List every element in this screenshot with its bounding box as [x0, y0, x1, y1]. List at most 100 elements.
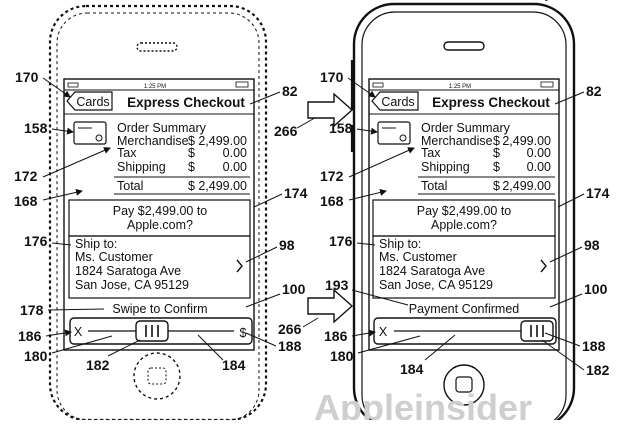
left-pay-line1: Pay $2,499.00 to [113, 204, 208, 218]
left-total-amt: 2,499.00 [198, 179, 247, 193]
left-total-cur: $ [188, 179, 195, 193]
left-total-label: Total [117, 179, 143, 193]
ref-182-right: 182 [586, 362, 610, 378]
ref-100-left: 100 [282, 281, 306, 297]
left-battery-icon [235, 81, 249, 88]
right-battery-icon [540, 81, 554, 88]
left-order-summary: Order Summary [117, 121, 207, 135]
ref-188-left: 188 [278, 338, 302, 354]
right-order-summary: Order Summary [421, 121, 511, 135]
right-status-text: Payment Confirmed [409, 302, 520, 316]
right-ship-line0: Ship to: [379, 237, 421, 251]
right-slider-cancel[interactable]: X [379, 325, 388, 339]
right-item-tax-label: Tax [421, 146, 441, 160]
left-home-button-icon [133, 352, 181, 400]
right-speaker-icon [443, 41, 485, 51]
right-reference-labels: 170 158 172 168 176 193 186 180 184 188 … [320, 69, 610, 378]
left-reference-labels: 170 158 172 168 176 178 186 180 182 184 … [14, 69, 321, 373]
right-ship-line2: 1824 Saratoga Ave [379, 264, 485, 278]
left-item-ship-label: Shipping [117, 160, 166, 174]
left-pay-line2: Apple.com? [127, 218, 193, 232]
right-back-label: Cards [381, 95, 414, 109]
left-back-label: Cards [76, 95, 109, 109]
left-phone-body [48, 4, 268, 422]
right-item-ship-cur: $ [493, 160, 500, 174]
left-item-ship-amt: 0.00 [223, 160, 247, 174]
left-slider-thumb[interactable] [135, 320, 169, 342]
right-total-amt: 2,499.00 [502, 179, 551, 193]
right-screen [368, 78, 560, 351]
ref-184-left: 184 [222, 357, 246, 373]
right-total-label: Total [421, 179, 447, 193]
left-item-ship-cur: $ [188, 160, 195, 174]
ref-176-right: 176 [329, 233, 353, 249]
left-item-tax-label: Tax [117, 146, 137, 160]
ref-174-right: 174 [586, 185, 610, 201]
right-item-merch-label: Merchandise [421, 134, 493, 148]
left-ship-line3: San Jose, CA 95129 [75, 278, 189, 292]
ref-172-left: 172 [14, 168, 38, 184]
right-slider-thumb[interactable] [520, 320, 554, 342]
left-screen [63, 78, 255, 351]
ref-184-right: 184 [400, 361, 424, 377]
right-back-button[interactable] [371, 91, 419, 111]
right-nav-title: Express Checkout [432, 95, 550, 110]
right-ship-line1: Ms. Customer [379, 250, 457, 264]
right-ship-line3: San Jose, CA 95129 [379, 278, 493, 292]
watermark-text: Appleinsider [314, 387, 532, 420]
right-item-merch-cur: $ [493, 134, 500, 148]
ref-193-right: 193 [325, 277, 349, 293]
ref-186-left: 186 [18, 328, 42, 344]
ref-100-right: 100 [584, 281, 608, 297]
left-nav-title: Express Checkout [127, 95, 245, 110]
left-ship-line2: 1824 Saratoga Ave [75, 264, 181, 278]
left-chevron-right-icon [236, 259, 243, 273]
right-status-time: 1:25 PM [449, 84, 471, 90]
transition-arrow-bottom-icon [307, 288, 354, 324]
ref-178-left: 178 [20, 302, 44, 318]
left-item-tax-cur: $ [188, 146, 195, 160]
left-item-merch-cur: $ [188, 134, 195, 148]
ref-180-left: 180 [24, 348, 48, 364]
left-ship-line0: Ship to: [75, 237, 117, 251]
left-status-time: 1:25 PM [144, 84, 166, 90]
ref-172-right: 172 [320, 168, 344, 184]
left-item-tax-amt: 0.00 [223, 146, 247, 160]
ref-266-top: 266 [274, 123, 298, 139]
ref-174-left: 174 [284, 185, 308, 201]
left-signal-icon [67, 82, 79, 88]
right-home-button-icon [443, 364, 485, 406]
ref-82-left: 82 [282, 83, 298, 99]
left-item-merch-label: Merchandise [117, 134, 189, 148]
ref-186-right: 186 [324, 328, 348, 344]
ref-82-right: 82 [586, 83, 602, 99]
ref-98-right: 98 [584, 237, 600, 253]
left-item-merch-amt: 2,499.00 [198, 134, 247, 148]
ref-168-right: 168 [320, 193, 344, 209]
ref-158-right: 158 [329, 120, 353, 136]
left-phone: 1:25 PM Cards Express Checkout Order Sum… [48, 4, 268, 422]
ref-170-left: 170 [15, 69, 39, 85]
ref-180-right: 180 [330, 348, 354, 364]
right-pay-line1: Pay $2,499.00 to [417, 204, 512, 218]
right-item-merch-amt: 2,499.00 [502, 134, 551, 148]
right-credit-card-icon [377, 121, 411, 145]
right-ship-box[interactable] [372, 235, 556, 299]
left-slider-cancel[interactable]: X [74, 325, 83, 339]
left-speaker-icon [136, 42, 178, 52]
left-back-button[interactable] [66, 91, 113, 111]
right-pay-line2: Apple.com? [431, 218, 497, 232]
right-signal-icon [372, 82, 384, 88]
ref-170-right: 170 [320, 69, 344, 85]
right-chevron-right-icon [540, 259, 547, 273]
left-ship-line1: Ms. Customer [75, 250, 153, 264]
left-status-text: Swipe to Confirm [112, 302, 207, 316]
left-slider-confirm[interactable]: $ [240, 326, 247, 340]
right-item-ship-label: Shipping [421, 160, 470, 174]
ref-176-left: 176 [24, 233, 48, 249]
right-item-tax-amt: 0.00 [527, 146, 551, 160]
right-item-tax-cur: $ [493, 146, 500, 160]
left-ship-box[interactable] [68, 235, 251, 299]
right-phone: 1:25 PM Cards Express Checkout Order Sum… [350, 0, 576, 425]
